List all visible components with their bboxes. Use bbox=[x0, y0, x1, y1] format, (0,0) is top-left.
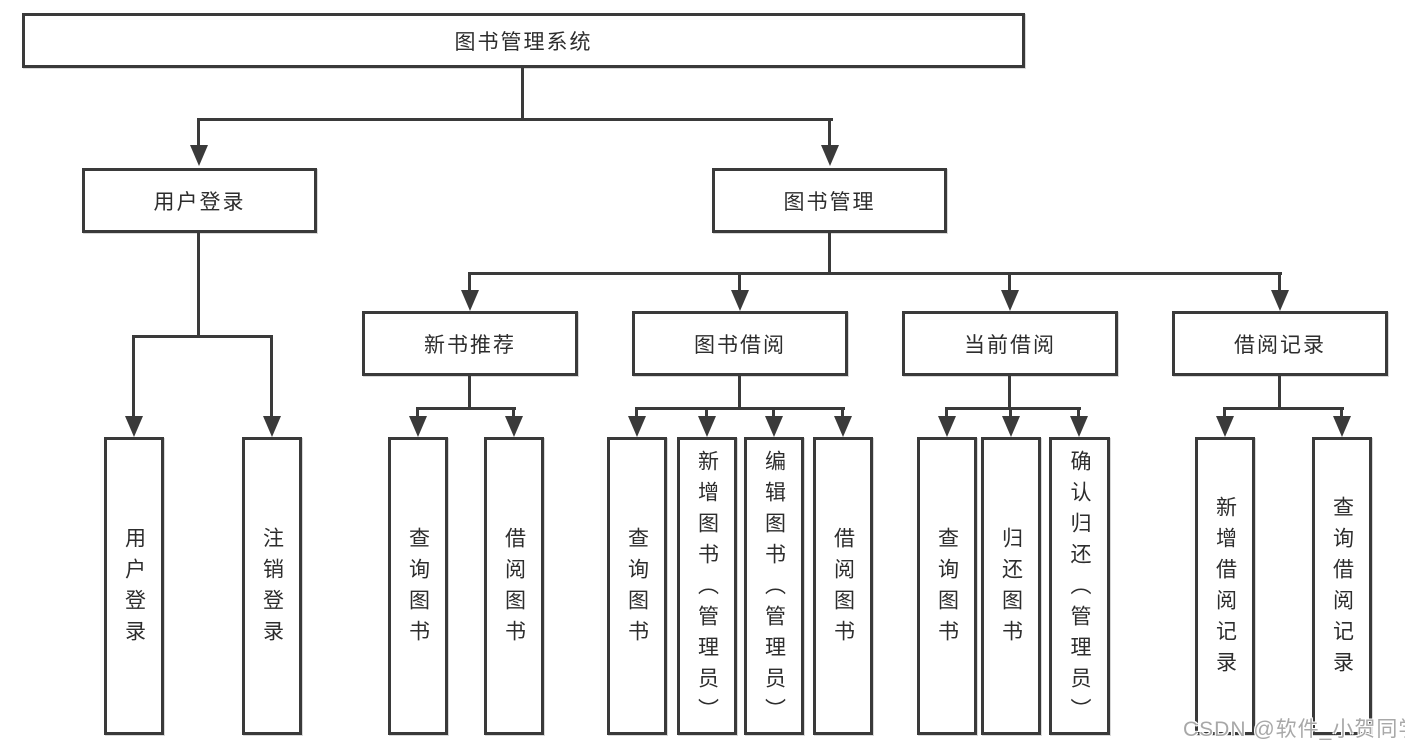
connector-line bbox=[1009, 407, 1012, 419]
connector-line bbox=[635, 407, 638, 419]
csdn-watermark: CSDN @软件_小贺同学 bbox=[1183, 718, 1405, 741]
connector-line bbox=[705, 407, 708, 419]
connector-line bbox=[416, 407, 419, 419]
arrowhead-icon bbox=[263, 416, 281, 437]
connector-line bbox=[1223, 407, 1226, 419]
connector-line bbox=[841, 407, 844, 419]
connector-line bbox=[132, 335, 135, 419]
arrowhead-icon bbox=[731, 290, 749, 311]
node-library-system: 图书管理系统 bbox=[22, 13, 1025, 68]
leaf-borrowing-borrow-books: 借阅图书 bbox=[813, 437, 873, 735]
arrowhead-icon bbox=[461, 290, 479, 311]
connector-line bbox=[1008, 375, 1011, 409]
arrowhead-icon bbox=[1002, 416, 1020, 437]
leaf-current-return-books: 归还图书 bbox=[981, 437, 1041, 735]
connector-line bbox=[1278, 375, 1281, 409]
connector-line bbox=[468, 272, 1282, 275]
connector-line bbox=[738, 375, 741, 409]
connector-line bbox=[1340, 407, 1343, 419]
connector-line bbox=[468, 375, 471, 409]
connector-line bbox=[945, 407, 948, 419]
connector-line bbox=[270, 335, 273, 419]
leaf-borrowing-query-books: 查询图书 bbox=[607, 437, 667, 735]
arrowhead-icon bbox=[1001, 290, 1019, 311]
leaf-borrowing-edit-books-admin: 编辑图书（管理员） bbox=[744, 437, 804, 735]
arrowhead-icon bbox=[505, 416, 523, 437]
connector-line bbox=[468, 272, 471, 292]
arrowhead-icon bbox=[1271, 290, 1289, 311]
node-current-borrowing: 当前借阅 bbox=[902, 311, 1118, 376]
arrowhead-icon bbox=[1216, 416, 1234, 437]
leaf-records-add-borrow-record: 新增借阅记录 bbox=[1195, 437, 1255, 735]
connector-line bbox=[945, 407, 1081, 410]
connector-line bbox=[738, 272, 741, 292]
connector-line bbox=[772, 407, 775, 419]
connector-line bbox=[512, 407, 515, 419]
arrowhead-icon bbox=[628, 416, 646, 437]
connector-line bbox=[197, 118, 833, 121]
node-book-borrowing: 图书借阅 bbox=[632, 311, 848, 376]
arrowhead-icon bbox=[834, 416, 852, 437]
leaf-user-login: 用户登录 bbox=[104, 437, 164, 735]
leaf-records-query-borrow-record: 查询借阅记录 bbox=[1312, 437, 1372, 735]
arrowhead-icon bbox=[1070, 416, 1088, 437]
leaf-borrowing-add-books-admin: 新增图书（管理员） bbox=[677, 437, 737, 735]
arrowhead-icon bbox=[125, 416, 143, 437]
leaf-current-confirm-return-admin: 确认归还（管理员） bbox=[1049, 437, 1110, 735]
arrowhead-icon bbox=[765, 416, 783, 437]
arrowhead-icon bbox=[409, 416, 427, 437]
connector-line bbox=[132, 335, 273, 338]
connector-line bbox=[828, 233, 831, 275]
node-book-management: 图书管理 bbox=[712, 168, 947, 233]
connector-line bbox=[416, 407, 516, 410]
node-new-book-recommend: 新书推荐 bbox=[362, 311, 578, 376]
connector-line bbox=[197, 118, 200, 148]
arrowhead-icon bbox=[1333, 416, 1351, 437]
connector-line bbox=[197, 233, 200, 337]
connector-line bbox=[1077, 407, 1080, 419]
leaf-newbook-borrow-books: 借阅图书 bbox=[484, 437, 544, 735]
arrowhead-icon bbox=[821, 145, 839, 166]
node-borrow-records: 借阅记录 bbox=[1172, 311, 1388, 376]
arrowhead-icon bbox=[938, 416, 956, 437]
arrowhead-icon bbox=[190, 145, 208, 166]
connector-line bbox=[828, 118, 831, 148]
connector-line bbox=[521, 68, 524, 120]
arrowhead-icon bbox=[698, 416, 716, 437]
connector-line bbox=[635, 407, 845, 410]
connector-line bbox=[1223, 407, 1344, 410]
leaf-current-query-books: 查询图书 bbox=[917, 437, 977, 735]
leaf-newbook-query-books: 查询图书 bbox=[388, 437, 448, 735]
leaf-logout-login: 注销登录 bbox=[242, 437, 302, 735]
connector-line bbox=[1008, 272, 1011, 292]
connector-line bbox=[1278, 272, 1281, 292]
node-user-login: 用户登录 bbox=[82, 168, 317, 233]
